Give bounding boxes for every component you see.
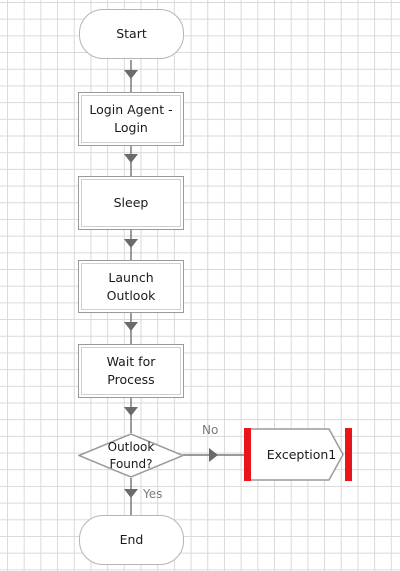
edge-label-no: No xyxy=(202,423,219,437)
exception-left-bar xyxy=(244,428,251,481)
arrowhead-5 xyxy=(124,407,138,416)
launch-outlook-node[interactable]: Launch Outlook xyxy=(78,260,184,313)
edge-label-yes: Yes xyxy=(143,487,163,501)
sleep-node-label: Sleep xyxy=(113,195,149,210)
exception-shape xyxy=(244,428,352,481)
arrowhead-4 xyxy=(124,322,138,331)
arrowhead-3 xyxy=(124,239,138,248)
end-node-label: End xyxy=(119,532,144,547)
launch-outlook-node-label: Launch Outlook xyxy=(106,269,156,303)
outlook-found-decision[interactable]: Outlook Found? xyxy=(78,433,184,478)
start-node-label: Start xyxy=(116,26,147,41)
end-node[interactable]: End xyxy=(79,515,184,565)
arrowhead-1 xyxy=(124,70,138,79)
arrowhead-2 xyxy=(124,154,138,163)
login-agent-node[interactable]: Login Agent - Login xyxy=(78,92,184,146)
sleep-node[interactable]: Sleep xyxy=(78,176,184,230)
wait-for-process-node-label: Wait for Process xyxy=(106,354,156,387)
exception1-node[interactable]: Exception1 xyxy=(243,428,354,481)
exception-right-bar xyxy=(345,428,352,481)
outlook-found-decision-label: Outlook Found? xyxy=(107,439,155,471)
wait-for-process-node[interactable]: Wait for Process xyxy=(78,344,184,398)
start-node[interactable]: Start xyxy=(79,9,184,59)
decision-diamond-shape xyxy=(78,433,184,478)
arrowhead-6 xyxy=(209,448,218,462)
exception1-node-label: Exception1 xyxy=(266,446,337,462)
login-agent-node-label: Login Agent - Login xyxy=(89,102,173,135)
arrowhead-7 xyxy=(124,489,138,498)
